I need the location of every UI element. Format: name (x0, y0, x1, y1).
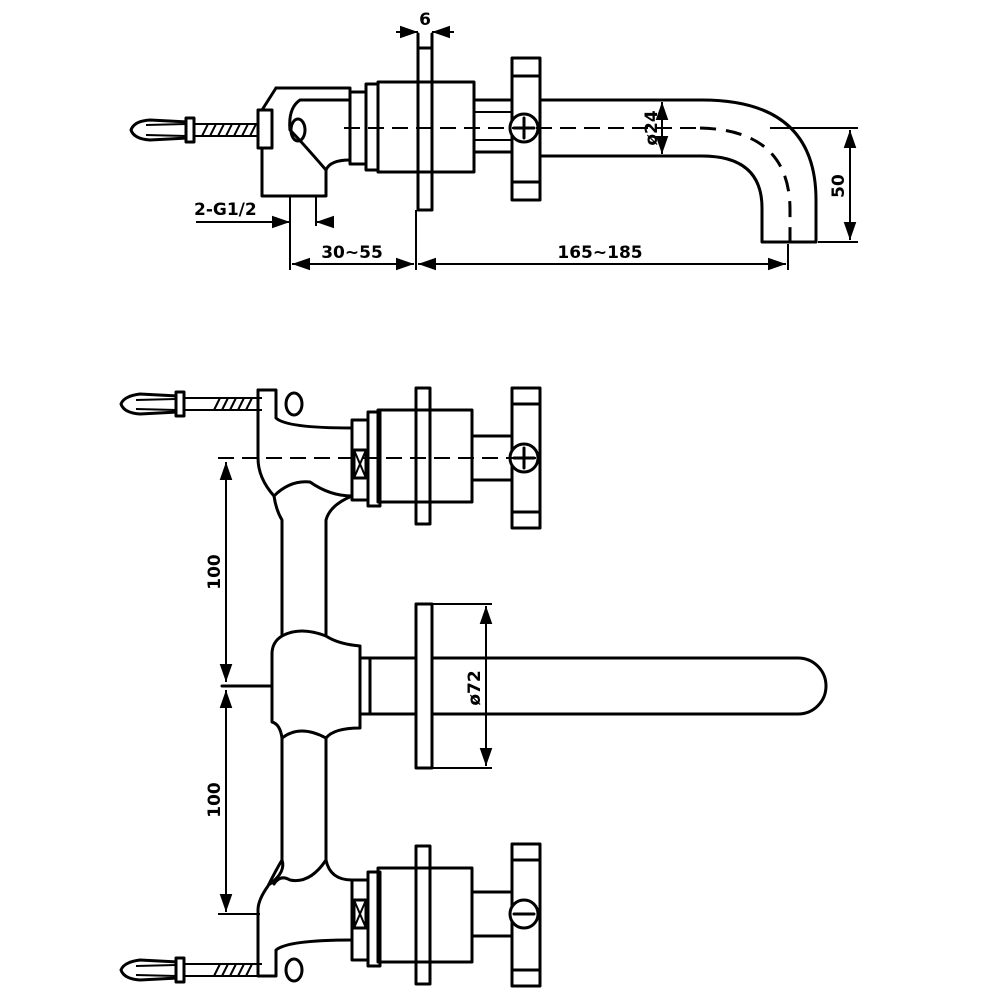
lower-wall-anchor (119, 956, 304, 984)
dim-upper-spacing: 100 (205, 462, 233, 682)
dim-spout-reach-label: 165~185 (557, 243, 642, 263)
spindle (472, 98, 514, 154)
dim-spout-height-label: 50 (829, 174, 849, 198)
dim-lower-spacing: 100 (205, 690, 260, 915)
dim-spout-reach: 165~185 (418, 243, 789, 271)
dim-flange-thickness: 6 (396, 10, 454, 39)
dim-flange-thickness-label: 6 (419, 10, 431, 30)
dim-thread-label: 2-G1/2 (194, 200, 257, 220)
wall-anchor (129, 108, 307, 150)
lower-valve (350, 844, 514, 986)
spout (538, 98, 818, 244)
dim-rosette-diameter: ø72 (432, 603, 493, 769)
dim-wall-depth-label: 30~55 (321, 243, 383, 263)
dim-upper-spacing-label: 100 (205, 554, 225, 590)
dim-lower-spacing-label: 100 (205, 782, 225, 818)
side-view: 6 2-G1/2 30~55 165~185 ø24 (129, 10, 858, 271)
upper-wall-anchor (119, 390, 304, 418)
dim-rosette-diameter-label: ø72 (465, 670, 485, 705)
upper-valve (350, 386, 514, 526)
front-spout (368, 602, 828, 770)
valve-body (260, 82, 380, 226)
dim-thread: 2-G1/2 (194, 200, 334, 229)
dim-spout-diameter-label: ø24 (642, 110, 662, 146)
dim-wall-depth: 30~55 (289, 210, 417, 271)
dim-spout-height: 50 (770, 127, 858, 243)
front-view: 100 100 ø72 (119, 386, 828, 988)
dim-spout-diameter: ø24 (642, 102, 669, 154)
lower-cross-handle (508, 842, 542, 988)
manifold-body (220, 388, 372, 978)
